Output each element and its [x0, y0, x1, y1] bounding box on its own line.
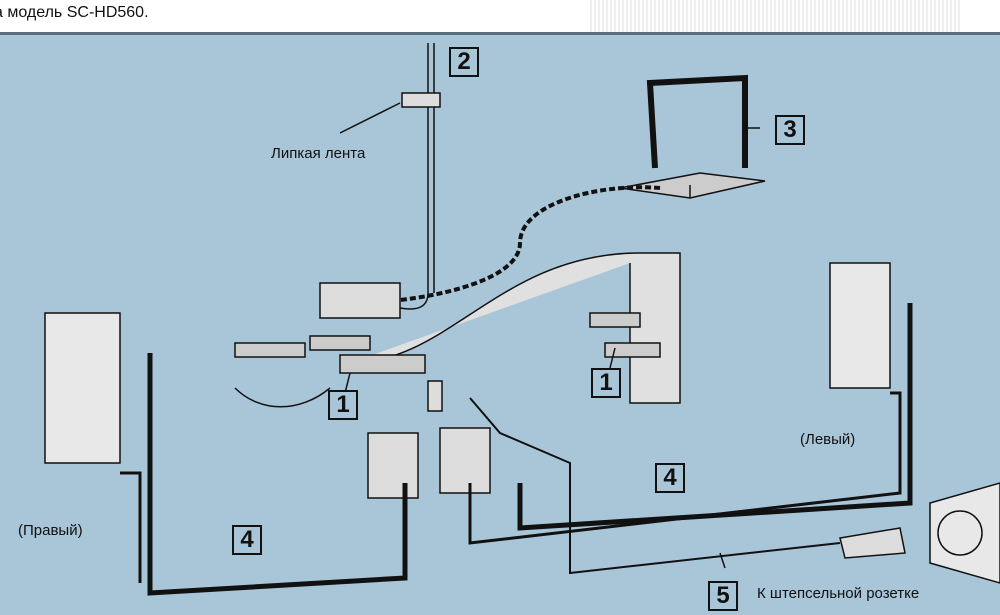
ribbon-cable	[349, 252, 681, 404]
speaker-terminal-left	[439, 427, 491, 494]
callout-1-ribbon-right: 1	[591, 368, 621, 398]
page-caption: а модель SC-HD560.	[0, 4, 149, 21]
right-speaker-cable	[147, 353, 408, 596]
left-speaker	[829, 262, 891, 389]
callout-5-power-cord: 5	[708, 581, 738, 611]
left-speaker-label: (Левый)	[800, 431, 856, 448]
diagram-illustration	[44, 43, 1000, 596]
right-speaker-label: (Правый)	[18, 522, 83, 539]
outlet-label: К штепсельной розетке	[757, 585, 920, 602]
fm-am-terminal	[319, 282, 401, 319]
power-plug	[839, 527, 906, 559]
power-cord	[469, 397, 841, 575]
am-antenna-cable	[349, 185, 661, 305]
connection-diagram: 2 3 1 1 4 4 5 Липкая лента (Левый) (Прав…	[0, 32, 1000, 615]
wall-outlet	[929, 482, 1000, 584]
callout-1-ribbon-left: 1	[328, 390, 358, 420]
right-speaker	[44, 312, 121, 464]
callout-2-fm-antenna: 2	[449, 47, 479, 77]
callout-4-speaker-cable-right: 4	[232, 525, 262, 555]
scan-noise	[590, 0, 960, 32]
am-loop-antenna	[619, 74, 766, 199]
callout-4-speaker-cable-left: 4	[655, 463, 685, 493]
adhesive-tape	[401, 92, 441, 108]
fm-antenna-wire	[399, 43, 429, 310]
speaker-terminal-right	[367, 432, 419, 499]
callout-3-am-antenna: 3	[775, 115, 805, 145]
adhesive-tape-label: Липкая лента	[271, 145, 366, 162]
